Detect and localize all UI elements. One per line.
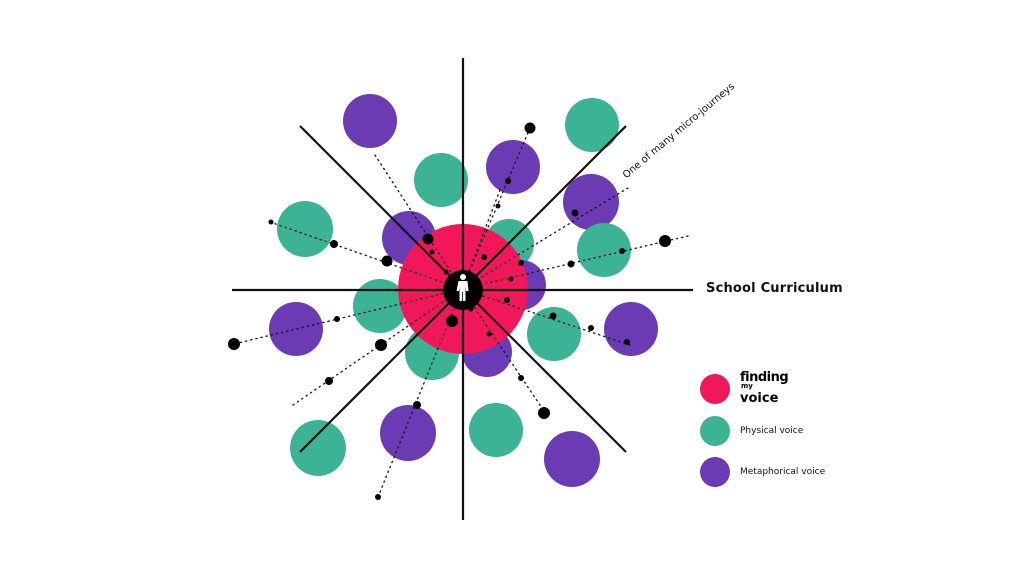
physical-voice-circle-18 [469,403,523,457]
milestone-dot-17 [334,316,340,322]
milestone-dot-13 [508,276,514,282]
milestone-dot-4 [422,233,434,245]
milestone-dot-18 [228,338,240,350]
milestone-dot-19 [549,312,557,320]
metaphorical-voice-circle-0 [343,94,397,148]
metaphorical-voice-circle-17 [380,405,436,461]
school-curriculum-label: School Curriculum [706,281,843,296]
physical-voice-circle-8 [577,223,631,277]
milestone-dot-29 [481,254,487,260]
physical-voice-circle-12 [527,307,581,361]
legend-item-physical-voice: Physical voice [700,415,803,447]
metaphorical-voice-circle-13 [604,302,658,356]
milestone-dot-11 [518,260,524,266]
milestone-dot-8 [659,235,671,247]
physical-voice-circle-16 [290,420,346,476]
physical-voice-circle-2 [414,153,468,207]
milestone-dot-16 [375,339,387,351]
milestone-dot-10 [567,260,575,268]
metaphorical-voice-circle-11 [269,302,323,356]
milestone-dot-0 [524,122,536,134]
milestone-dot-28 [443,269,449,275]
milestone-dot-27 [429,249,435,255]
milestone-dot-5 [505,178,511,184]
milestone-dot-20 [588,325,594,331]
milestone-dot-3 [381,255,393,267]
milestone-dot-7 [571,209,579,217]
micro-journey-path-0 [374,154,463,290]
micro-journey-path-9 [461,288,547,415]
milestone-dot-15 [446,315,458,327]
physical-voice-circle-4 [277,201,333,257]
milestone-dot-25 [413,401,421,409]
milestone-dot-23 [538,407,550,419]
metaphorical-voice-circle-19 [544,431,600,487]
legend-label-physical-voice: Physical voice [740,426,804,436]
legend-swatch-green [700,416,730,446]
milestone-dot-2 [330,240,338,248]
legend-item-metaphorical-voice: Metaphorical voice [700,456,825,488]
milestone-dot-30 [486,331,492,337]
metaphorical-voice-circle-6 [563,174,619,230]
milestone-dot-9 [619,248,625,254]
person-silhouette-icon [456,274,469,301]
legend-label-metaphorical-voice: Metaphorical voice [740,467,826,477]
legend-swatch-pink [700,374,730,404]
milestone-dot-6 [495,203,501,209]
micro-journey-path-4 [461,187,629,290]
milestone-dot-26 [375,494,381,500]
milestone-dot-12 [504,297,510,303]
legend-swatch-purple [700,457,730,487]
milestone-dot-24 [325,377,333,385]
micro-journey-path-10 [461,189,501,290]
milestone-dot-21 [624,339,630,345]
physical-voice-circle-1 [565,98,619,152]
micro-journey-path-2 [269,221,463,290]
milestone-dot-22 [518,375,524,381]
micro-journey-path-3 [461,235,689,290]
milestone-dot-1 [268,219,274,225]
physical-voice-circle-10 [353,279,407,333]
